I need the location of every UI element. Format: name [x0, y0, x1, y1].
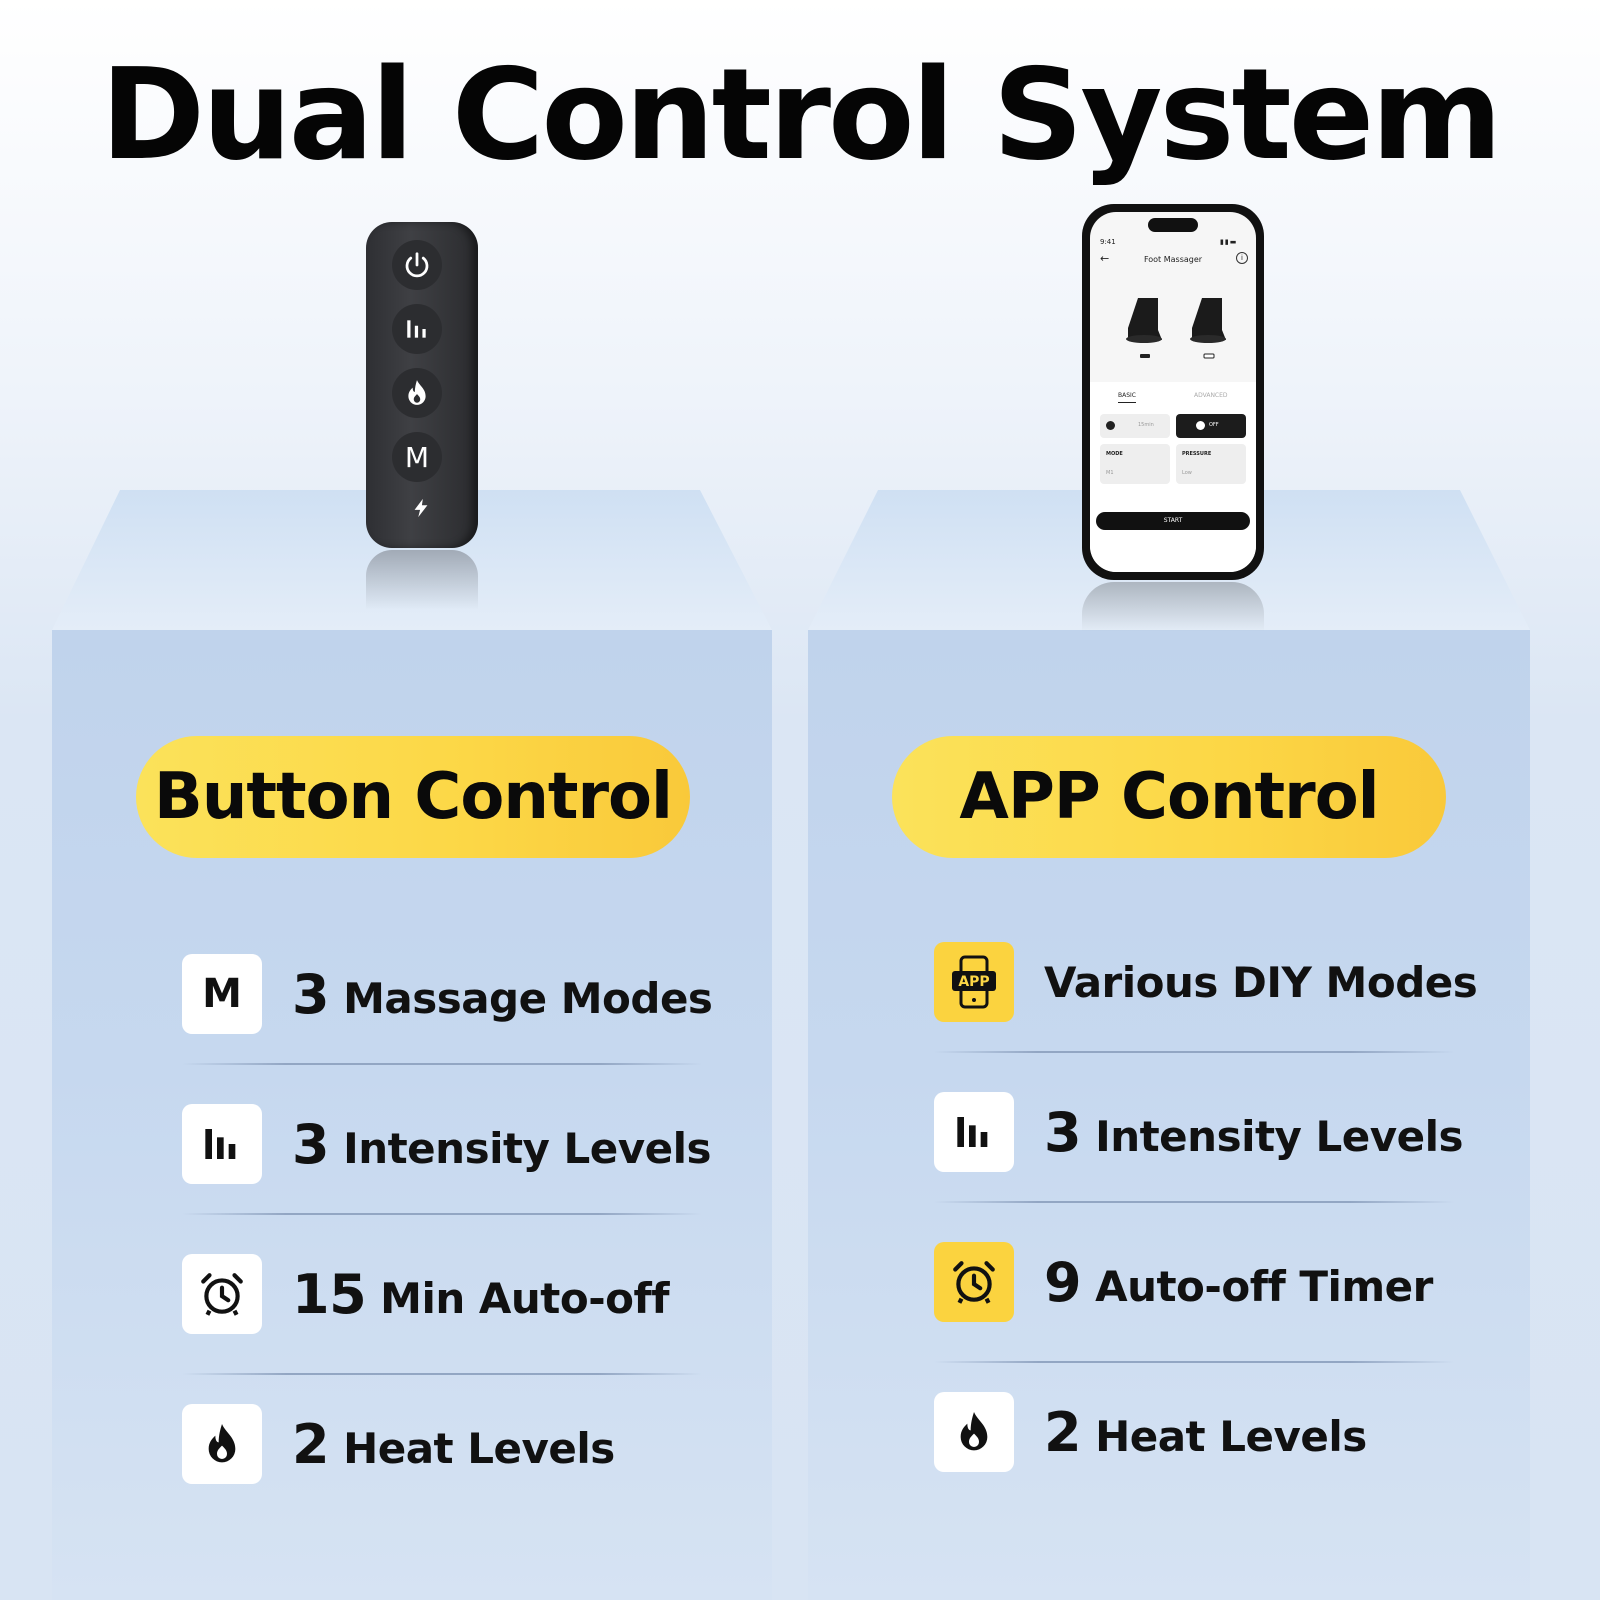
- feature-label: Intensity Levels: [1095, 1111, 1464, 1161]
- back-arrow-icon: ←: [1100, 252, 1110, 265]
- left-pedestal-top-face: [52, 490, 772, 630]
- tab-basic[interactable]: BASIC: [1118, 392, 1136, 399]
- feature-number: 3: [292, 962, 330, 1026]
- alarm-clock-icon: [934, 1242, 1014, 1322]
- start-button[interactable]: START: [1096, 512, 1250, 530]
- lightning-icon: [410, 496, 432, 524]
- feature-label: Min Auto-off: [380, 1273, 670, 1323]
- alarm-clock-icon: [182, 1254, 262, 1334]
- feature-item: APP Various DIY Modes: [934, 942, 1478, 1022]
- feature-label: Heat Levels: [343, 1423, 615, 1473]
- feature-item: 2 Heat Levels: [934, 1392, 1367, 1472]
- power-button: [392, 240, 442, 290]
- feature-item: 3 Intensity Levels: [934, 1092, 1464, 1172]
- bars-icon: [407, 320, 426, 338]
- feature-number: 3: [292, 1112, 330, 1176]
- phone-screen: 9:41 ▮▮▬ ← Foot Massager i BASIC ADVANCE…: [1090, 212, 1256, 572]
- page-title: Dual Control System: [100, 41, 1503, 188]
- divider: [934, 1051, 1454, 1053]
- divider: [182, 1213, 702, 1215]
- heat-button: [392, 368, 442, 418]
- mode-value: M1: [1106, 470, 1114, 476]
- feature-label: Auto-off Timer: [1095, 1261, 1433, 1311]
- feature-number: 2: [1044, 1400, 1082, 1464]
- feature-item: M 3 Massage Modes: [182, 954, 713, 1034]
- app-title: Foot Massager: [1143, 255, 1203, 264]
- phone-reflection: [1082, 582, 1264, 632]
- bars-icon: [182, 1104, 262, 1184]
- m-letter-icon: M: [404, 440, 430, 474]
- mode-label: MODE: [1106, 451, 1123, 457]
- divider: [182, 1063, 702, 1065]
- feature-label: Heat Levels: [1095, 1411, 1367, 1461]
- status-time: 9:41: [1100, 238, 1116, 246]
- pressure-selector[interactable]: PRESSURE Low: [1176, 444, 1246, 484]
- feature-label: Various DIY Modes: [1044, 957, 1478, 1007]
- tab-advanced[interactable]: ADVANCED: [1194, 392, 1228, 399]
- feature-label: Intensity Levels: [343, 1123, 712, 1173]
- mode-selector[interactable]: MODE M1: [1100, 444, 1170, 484]
- heat-value: OFF: [1209, 422, 1219, 428]
- divider: [934, 1361, 1454, 1363]
- app-phone-icon: APP: [934, 942, 1014, 1022]
- feature-number: 15: [292, 1262, 367, 1326]
- flame-icon: [934, 1392, 1014, 1472]
- timer-value: 15min: [1138, 422, 1154, 428]
- heat-icon: [1196, 421, 1205, 430]
- flame-icon: [182, 1404, 262, 1484]
- feature-number: 3: [1044, 1100, 1082, 1164]
- feature-item: 15 Min Auto-off: [182, 1254, 670, 1334]
- status-icons: ▮▮▬: [1220, 238, 1238, 246]
- info-icon: i: [1236, 252, 1248, 264]
- feature-item: 9 Auto-off Timer: [934, 1242, 1433, 1322]
- phone-mockup: 9:41 ▮▮▬ ← Foot Massager i BASIC ADVANCE…: [1082, 204, 1264, 580]
- button-control-heading: Button Control: [136, 736, 690, 858]
- flame-icon: [408, 380, 426, 405]
- pressure-label: PRESSURE: [1182, 451, 1212, 457]
- phone-notch: [1148, 218, 1198, 232]
- heat-toggle[interactable]: OFF: [1176, 414, 1246, 438]
- tab-underline: [1118, 402, 1136, 403]
- control-panel: BASIC ADVANCED 15min OFF MODE M1 PRESSUR…: [1090, 382, 1256, 572]
- feature-number: 2: [292, 1412, 330, 1476]
- power-icon: [405, 252, 429, 278]
- app-icon-label: APP: [958, 974, 989, 990]
- divider: [182, 1373, 702, 1375]
- feature-item: 2 Heat Levels: [182, 1404, 615, 1484]
- feature-item: 3 Intensity Levels: [182, 1104, 712, 1184]
- m-letter-icon: M: [182, 954, 262, 1034]
- clock-icon: [1106, 421, 1115, 430]
- foot-massager-boots-image: [1126, 298, 1226, 359]
- pressure-value: Low: [1182, 470, 1192, 476]
- remote-reflection: [366, 550, 478, 610]
- feature-label: Massage Modes: [343, 973, 713, 1023]
- bars-icon: [934, 1092, 1014, 1172]
- app-control-heading: APP Control: [892, 736, 1446, 858]
- timer-selector[interactable]: 15min: [1100, 414, 1170, 438]
- mode-button: M: [392, 432, 442, 482]
- remote-control: M: [366, 222, 478, 548]
- feature-number: 9: [1044, 1250, 1082, 1314]
- divider: [934, 1201, 1454, 1203]
- intensity-button: [392, 304, 442, 354]
